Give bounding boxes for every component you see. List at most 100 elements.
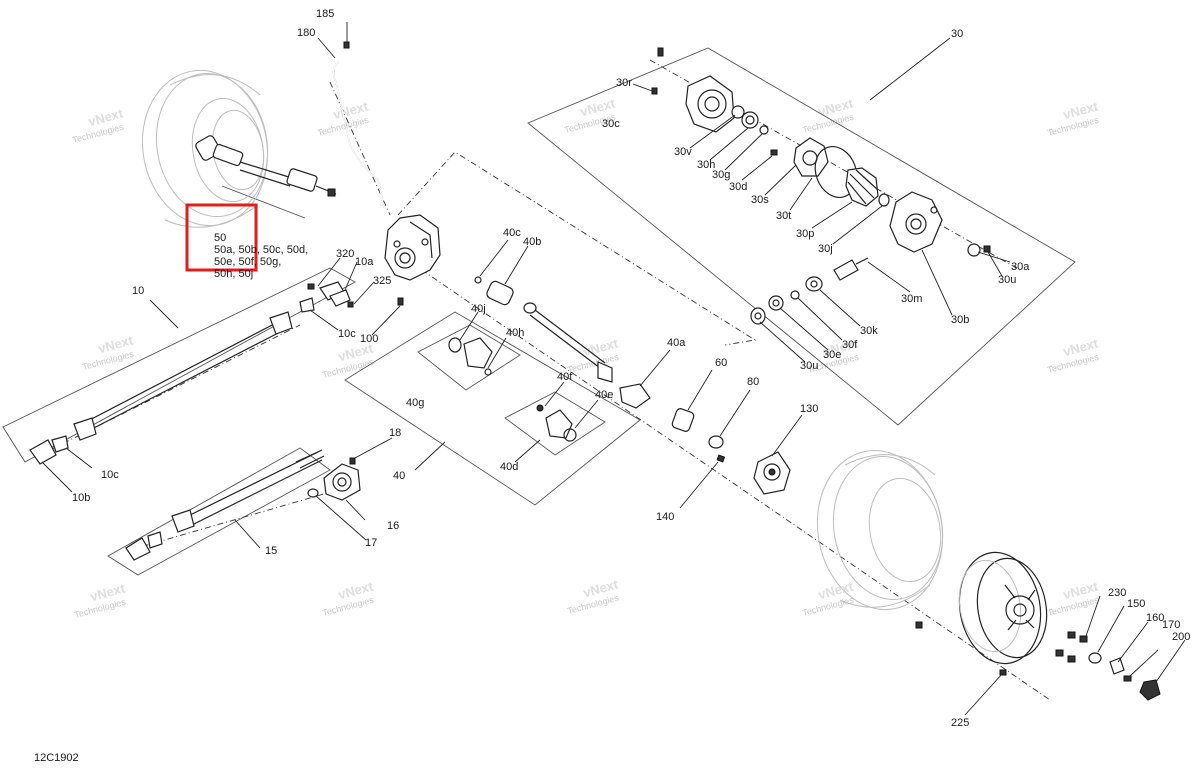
callout-180[interactable]: 180 [297, 27, 315, 39]
watermark: vNext Technologies [73, 580, 127, 620]
watermark: vNext Technologies [1046, 335, 1100, 375]
callout-10c-lower[interactable]: 10c [101, 469, 119, 481]
callout-18[interactable]: 18 [389, 427, 401, 439]
callout-15[interactable]: 15 [265, 545, 277, 557]
callout-170[interactable]: 170 [1162, 619, 1180, 631]
watermark: vNext Technologies [801, 95, 855, 135]
callout-40c[interactable]: 40c [503, 227, 521, 239]
bearing-30h [741, 111, 759, 129]
callout-40d[interactable]: 40d [500, 461, 518, 473]
callout-30p[interactable]: 30p [796, 228, 814, 240]
ring-30s [814, 146, 858, 198]
centerline-shaft15 [129, 484, 356, 551]
wheel-rim [958, 551, 1048, 665]
callout-30v[interactable]: 30v [674, 146, 692, 158]
frame-50 [221, 185, 306, 219]
callout-150[interactable]: 150 [1127, 598, 1145, 610]
breather-hose-180 [332, 41, 385, 209]
cover-30c [685, 75, 735, 133]
o-ring-80 [708, 435, 724, 449]
callout-140[interactable]: 140 [656, 511, 674, 523]
callout-225[interactable]: 225 [951, 717, 969, 729]
callout-10a[interactable]: 10a [355, 256, 374, 268]
callout-40[interactable]: 40 [393, 470, 405, 482]
callout-labels: 185 180 30 30r 30c 30v 30h 30g 30d 30s 3… [72, 8, 1190, 729]
callout-30m[interactable]: 30m [901, 293, 922, 305]
axle-40-group [448, 276, 651, 442]
callout-40a[interactable]: 40a [667, 337, 686, 349]
group-frames [2, 47, 1076, 576]
callout-40e[interactable]: 40e [595, 389, 613, 401]
callout-40f[interactable]: 40f [557, 371, 573, 383]
pin-30r-top [657, 47, 664, 57]
callout-30[interactable]: 30 [951, 28, 963, 40]
watermark: vNext Technologies [1046, 98, 1100, 138]
highlight-line-1: 50 [214, 232, 226, 244]
watermark: vNext Technologies [71, 105, 125, 145]
callout-320[interactable]: 320 [336, 248, 354, 260]
callout-80[interactable]: 80 [747, 376, 759, 388]
callout-30h[interactable]: 30h [697, 159, 715, 171]
frame-40d [504, 391, 606, 456]
frame-10 [2, 267, 356, 463]
center-lines [39, 59, 1051, 701]
callout-30j[interactable]: 30j [818, 243, 833, 255]
callout-30b[interactable]: 30b [951, 314, 969, 326]
spacer-60 [671, 408, 695, 432]
watermark: vNext Technologies [566, 335, 620, 375]
callout-30a[interactable]: 30a [1011, 261, 1030, 273]
center-bearing-16 [307, 457, 361, 501]
ring-gear-30p [845, 167, 879, 207]
callout-10[interactable]: 10 [132, 285, 144, 297]
callout-30u-lower[interactable]: 30u [800, 360, 818, 372]
callout-40b[interactable]: 40b [523, 236, 541, 248]
callout-30t[interactable]: 30t [776, 210, 791, 222]
callout-17[interactable]: 17 [365, 537, 377, 549]
callout-40g[interactable]: 40g [406, 397, 424, 409]
frame-30 [527, 47, 1076, 426]
callout-30u[interactable]: 30u [998, 274, 1016, 286]
callout-185[interactable]: 185 [316, 8, 334, 20]
callout-40h[interactable]: 40h [506, 327, 524, 339]
callout-30f[interactable]: 30f [842, 339, 858, 351]
callout-30s[interactable]: 30s [751, 194, 769, 206]
front-differential-housing [384, 214, 441, 306]
callout-30r[interactable]: 30r [616, 77, 632, 89]
callout-30d[interactable]: 30d [729, 181, 747, 193]
callout-100[interactable]: 100 [360, 333, 378, 345]
housing-30b [889, 191, 943, 253]
pinion-30m [833, 259, 859, 281]
highlight-frame [185, 203, 258, 272]
callout-10c[interactable]: 10c [338, 328, 356, 340]
watermark: vNext Technologies [321, 578, 375, 618]
callout-325[interactable]: 325 [373, 275, 391, 287]
callout-130[interactable]: 130 [800, 403, 818, 415]
drawing-code: 12C1902 [34, 752, 79, 764]
callout-160[interactable]: 160 [1146, 612, 1164, 624]
callout-30c[interactable]: 30c [602, 118, 620, 130]
centerline-axle [399, 254, 1051, 701]
callout-30k[interactable]: 30k [860, 325, 878, 337]
left-wheel-ghost [141, 69, 269, 228]
frame-40 [344, 311, 641, 506]
axle-50 [195, 135, 337, 197]
watermark: vNext Technologies [321, 340, 375, 380]
watermarks: vNext Technologies vNext Technologies vN… [71, 95, 1100, 620]
callout-10b[interactable]: 10b [72, 492, 90, 504]
bearing-30k [805, 276, 823, 292]
callout-30g[interactable]: 30g [712, 169, 730, 181]
highlight-line-3: 50e, 50f, 50g, [214, 256, 281, 268]
callout-230[interactable]: 230 [1108, 587, 1126, 599]
callout-200[interactable]: 200 [1172, 631, 1190, 643]
centerline-main [397, 151, 757, 346]
watermark: vNext Technologies [801, 578, 855, 618]
callout-40j[interactable]: 40j [471, 303, 486, 315]
callout-30e[interactable]: 30e [823, 349, 841, 361]
callout-16[interactable]: 16 [387, 520, 399, 532]
drive-shaft-15 [125, 449, 325, 561]
differential-30-group [651, 47, 991, 325]
callout-60[interactable]: 60 [715, 357, 727, 369]
highlight-box-50[interactable]: 50 50a, 50b, 50c, 50d, 50e, 50f, 50g, 50… [185, 203, 308, 280]
